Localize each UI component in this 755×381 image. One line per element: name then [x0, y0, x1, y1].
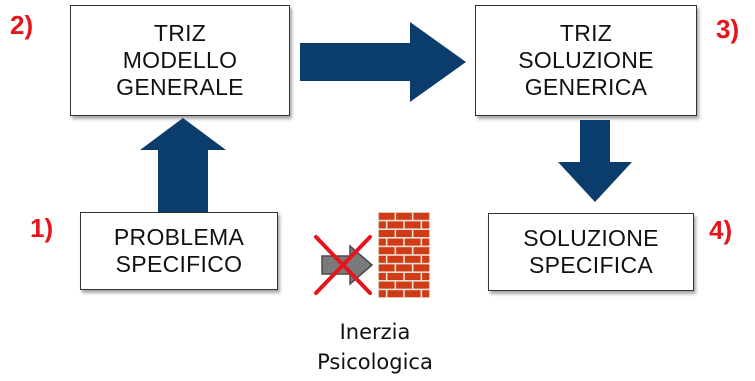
arrow-down-icon — [558, 120, 632, 202]
brick — [387, 221, 404, 229]
brick — [404, 255, 421, 263]
brick-wall-icon — [378, 212, 430, 298]
brick — [378, 212, 395, 220]
brick — [413, 264, 430, 272]
brick — [422, 290, 430, 298]
brick — [404, 290, 421, 298]
step-number-4: 4) — [709, 215, 733, 245]
brick — [387, 238, 404, 246]
box-line: TRIZ — [559, 20, 613, 46]
box-line: SPECIFICA — [528, 252, 654, 278]
brick — [378, 264, 395, 272]
step-number-1: 1) — [30, 213, 54, 243]
arrow-right-icon — [300, 22, 466, 102]
brick — [378, 255, 386, 263]
brick — [404, 221, 421, 229]
brick — [422, 255, 430, 263]
step-number-2: 2) — [10, 10, 34, 40]
triz-generic-solution-box: TRIZ SOLUZIONE GENERICA — [475, 5, 697, 116]
brick — [378, 230, 395, 237]
triz-general-model-box: TRIZ MODELLO GENERALE — [70, 5, 290, 116]
box-line: GENERICA — [524, 74, 648, 100]
brick — [413, 281, 430, 289]
box-line: SOLUZIONE — [523, 225, 659, 251]
cross-icon — [314, 235, 372, 295]
brick — [396, 264, 412, 272]
brick — [413, 230, 430, 237]
box-line: TRIZ — [153, 20, 207, 46]
brick — [378, 273, 386, 280]
brick — [413, 247, 430, 255]
brick — [387, 255, 404, 263]
specific-solution-box: SOLUZIONE SPECIFICA — [488, 213, 694, 291]
box-line: MODELLO — [122, 47, 238, 73]
blocked-arrow-icon — [321, 244, 374, 286]
box-line: PROBLEMA — [113, 224, 245, 250]
brick — [422, 273, 430, 280]
brick — [378, 290, 386, 298]
brick — [396, 230, 412, 237]
barrier-caption-line: Psicologica — [317, 350, 433, 374]
brick — [396, 247, 412, 255]
brick — [378, 238, 386, 246]
box-line: SPECIFICO — [115, 251, 243, 277]
brick — [387, 290, 404, 298]
specific-problem-box: PROBLEMA SPECIFICO — [80, 212, 278, 290]
brick — [404, 238, 421, 246]
arrow-up-icon — [140, 118, 226, 212]
brick — [378, 247, 395, 255]
step-number-3: 3) — [716, 14, 740, 44]
brick — [404, 273, 421, 280]
barrier-caption-line: Inerzia — [339, 320, 411, 344]
brick — [378, 221, 386, 229]
brick — [422, 238, 430, 246]
barrier-caption: Inerzia Psicologica — [300, 317, 450, 377]
brick — [422, 221, 430, 229]
box-line: GENERALE — [116, 74, 244, 100]
brick — [413, 212, 430, 220]
brick — [396, 212, 412, 220]
brick — [378, 281, 395, 289]
brick — [387, 273, 404, 280]
box-line: SOLUZIONE — [518, 47, 654, 73]
brick — [396, 281, 412, 289]
